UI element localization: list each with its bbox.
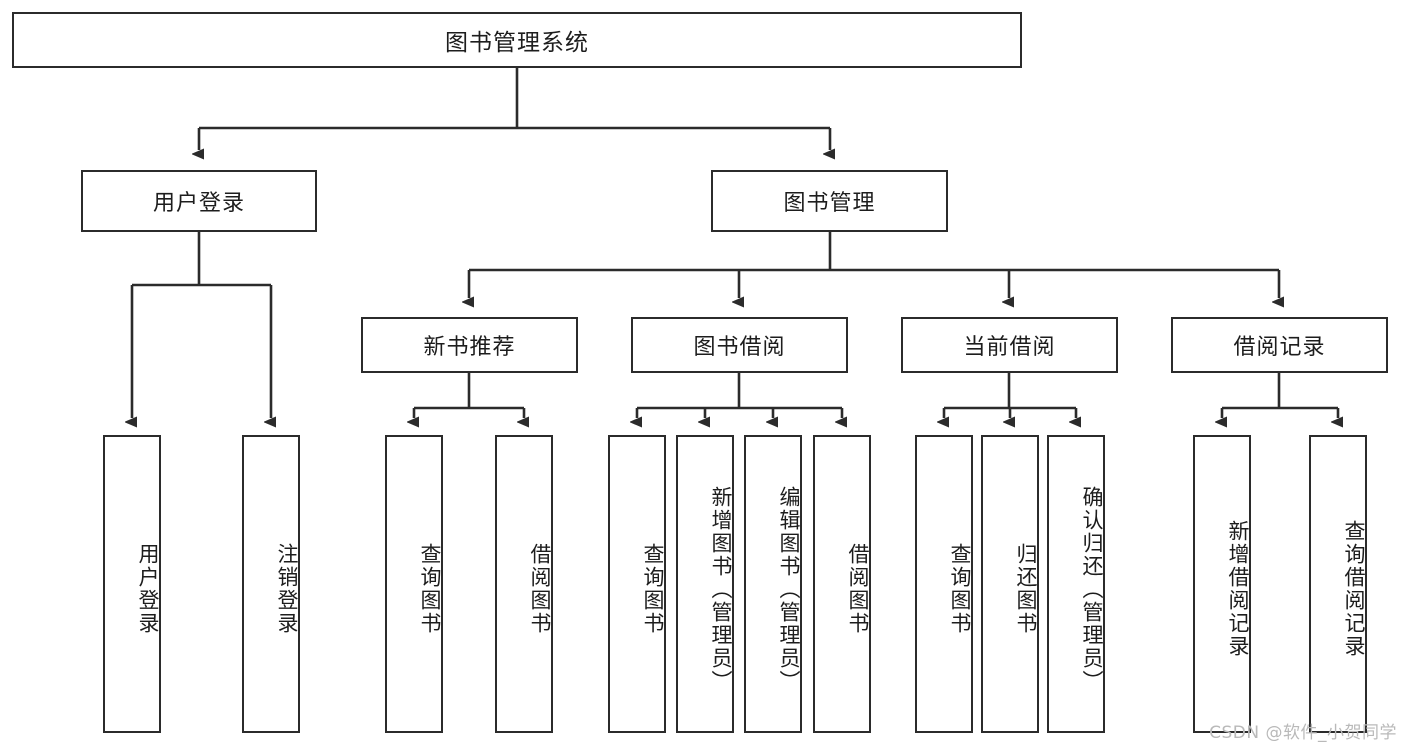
node-label: 图书管理系统 (445, 30, 589, 56)
node-label: 借阅记录 (1233, 335, 1326, 360)
node-label: 查询借阅记录 (1342, 520, 1366, 658)
node-leaf-edit-book-admin[interactable]: 编辑图书（管理员） (744, 435, 802, 733)
node-label: 查询图书 (418, 543, 442, 635)
node-label: 新书推荐 (423, 335, 516, 360)
watermark-text: CSDN @软件_小贺同学 (1209, 723, 1397, 743)
node-leaf-add-book-admin[interactable]: 新增图书（管理员） (676, 435, 734, 733)
node-leaf-confirm-return-admin[interactable]: 确认归还（管理员） (1047, 435, 1105, 733)
node-label: 借阅图书 (528, 543, 552, 635)
node-current-borrow[interactable]: 当前借阅 (901, 317, 1118, 373)
node-label: 新增借阅记录 (1226, 520, 1250, 658)
node-root-library-system[interactable]: 图书管理系统 (12, 12, 1022, 68)
node-label: 编辑图书（管理员） (777, 485, 801, 693)
node-label: 查询图书 (948, 543, 972, 635)
node-label: 查询图书 (641, 543, 665, 635)
node-leaf-user-login[interactable]: 用户登录 (103, 435, 161, 733)
node-label: 注销登录 (275, 543, 299, 635)
node-label: 借阅图书 (846, 543, 870, 635)
node-leaf-query-book-borrow[interactable]: 查询图书 (608, 435, 666, 733)
node-leaf-add-borrow-record[interactable]: 新增借阅记录 (1193, 435, 1251, 733)
node-new-book-recommend[interactable]: 新书推荐 (361, 317, 578, 373)
node-borrow-record[interactable]: 借阅记录 (1171, 317, 1388, 373)
node-label: 用户登录 (136, 543, 160, 635)
node-label: 图书借阅 (693, 335, 786, 360)
node-leaf-borrow-book[interactable]: 借阅图书 (813, 435, 871, 733)
node-book-management[interactable]: 图书管理 (711, 170, 948, 232)
node-leaf-query-book-recommend[interactable]: 查询图书 (385, 435, 443, 733)
node-label: 用户登录 (152, 191, 245, 216)
node-leaf-query-book-current[interactable]: 查询图书 (915, 435, 973, 733)
node-label: 确认归还（管理员） (1080, 485, 1104, 693)
node-leaf-borrow-book-recommend[interactable]: 借阅图书 (495, 435, 553, 733)
node-label: 归还图书 (1014, 543, 1038, 635)
node-leaf-return-book[interactable]: 归还图书 (981, 435, 1039, 733)
node-leaf-query-borrow-record[interactable]: 查询借阅记录 (1309, 435, 1367, 733)
node-book-borrow[interactable]: 图书借阅 (631, 317, 848, 373)
node-user-login[interactable]: 用户登录 (81, 170, 317, 232)
node-label: 新增图书（管理员） (709, 485, 733, 693)
node-label: 当前借阅 (963, 335, 1056, 360)
node-leaf-logout[interactable]: 注销登录 (242, 435, 300, 733)
node-label: 图书管理 (783, 191, 876, 216)
